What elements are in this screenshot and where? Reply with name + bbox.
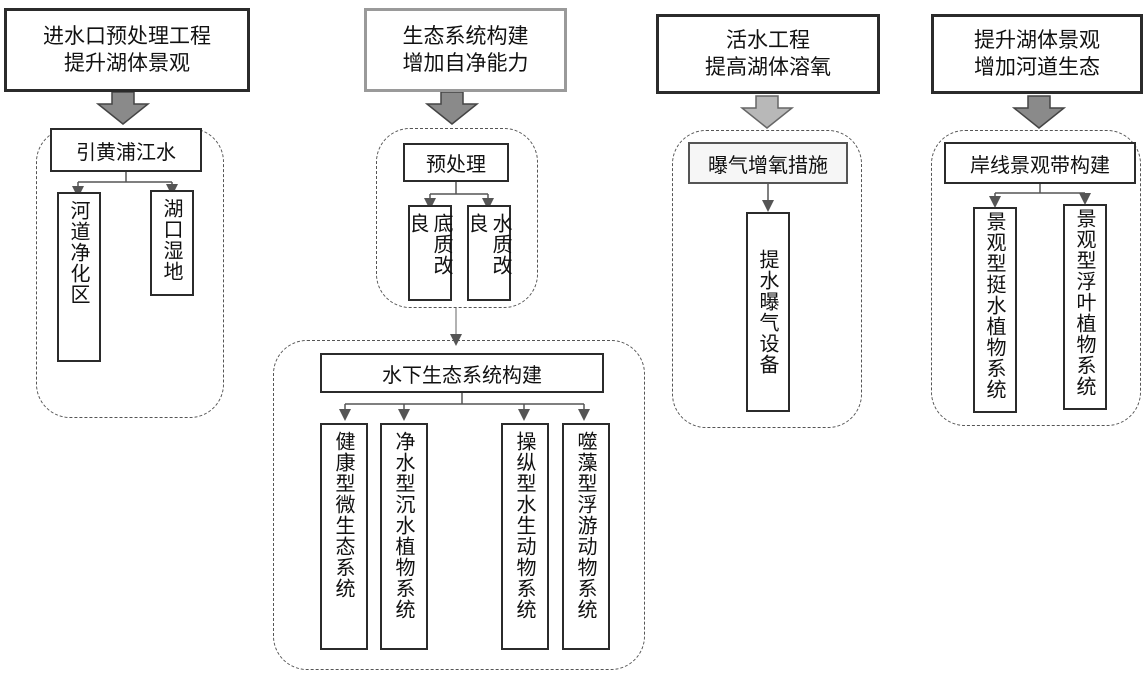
item-lower-2: 净水型沉水植物系统 — [380, 423, 428, 650]
title-line1: 活水工程 — [726, 28, 810, 52]
title-line1: 生态系统构建 — [402, 24, 529, 48]
top-box-ecosystem-construction: 生态系统构建 增加自净能力 — [364, 8, 567, 92]
item-river-purification-zone: 河道净化区 — [57, 192, 101, 362]
block-arrow-down-icon — [95, 91, 151, 125]
block-arrow-down-icon — [1011, 95, 1067, 129]
item-water-quality-improvement: 水质改良 — [465, 205, 513, 301]
title-line2: 增加自净能力 — [402, 51, 529, 75]
group-container — [376, 128, 538, 308]
top-box-inlet-pretreatment: 进水口预处理工程 提升湖体景观 — [4, 8, 250, 92]
branch-connector — [989, 184, 1091, 208]
title-line2: 增加河道生态 — [974, 55, 1100, 79]
group-heading: 曝气增氧措施 — [688, 142, 848, 184]
branch-connector — [339, 393, 590, 421]
item-sediment-improvement: 底质改良 — [406, 205, 454, 301]
title-line1: 进水口预处理工程 — [43, 24, 211, 48]
block-arrow-down-icon — [739, 95, 795, 129]
title-line2: 提升湖体景观 — [64, 51, 190, 75]
item-floating-leaf-plant-system: 景观型浮叶植物系统 — [1063, 204, 1107, 410]
item-lower-4: 噬藻型浮游动物系统 — [562, 423, 610, 650]
item-lake-mouth-wetland: 湖口湿地 — [150, 190, 194, 296]
item-lower-1: 健康型微生态系统 — [320, 423, 368, 650]
group-container-lower — [273, 340, 645, 670]
group-heading: 岸线景观带构建 — [944, 142, 1136, 184]
branch-connector — [424, 182, 494, 210]
group-heading: 预处理 — [403, 143, 509, 182]
title-line1: 提升湖体景观 — [974, 28, 1100, 52]
item-lower-3: 操纵型水生动物系统 — [501, 423, 549, 650]
group-container — [672, 130, 862, 428]
top-box-landscape-enhancement: 提升湖体景观 增加河道生态 — [931, 14, 1143, 94]
lower-group-heading: 水下生态系统构建 — [320, 353, 604, 393]
group-container — [931, 130, 1141, 426]
item-emergent-plant-system: 景观型挺水植物系统 — [973, 207, 1017, 413]
branch-connector — [72, 172, 178, 198]
block-arrow-down-icon — [424, 91, 480, 125]
title-line2: 提高湖体溶氧 — [705, 55, 831, 79]
top-box-living-water: 活水工程 提高湖体溶氧 — [656, 14, 880, 94]
item-aeration-equipment: 提水曝气设备 — [746, 212, 790, 412]
group-heading: 引黄浦江水 — [50, 128, 202, 172]
